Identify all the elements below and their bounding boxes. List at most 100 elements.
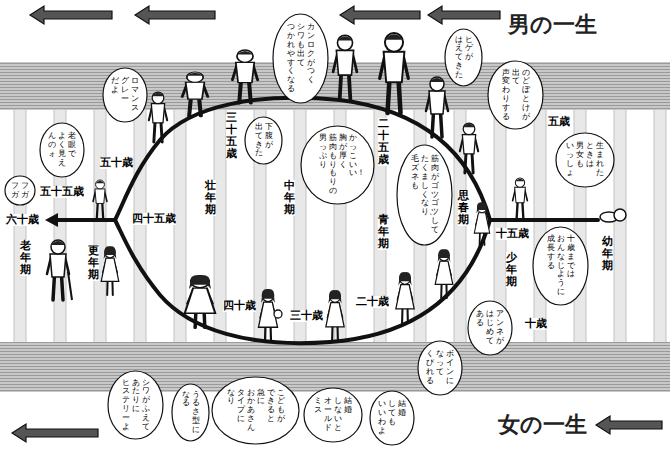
period-label: 思春期	[458, 190, 469, 226]
text-column: たくましくなり、	[421, 155, 429, 217]
period-label: 老年期	[20, 240, 31, 276]
age-label: 五十五歳	[40, 186, 84, 198]
bubble-content: シワがふえて あたりに ヒステリーよ	[122, 379, 150, 432]
man-40-figure	[182, 72, 208, 116]
text-column: タイプに	[237, 389, 245, 424]
bubble-content: かっこいい！ 胸が厚く 筋肉もりもりの 男っぷり	[319, 134, 357, 196]
boy-figure	[513, 178, 528, 218]
speech-bubble: うるさ型に なる	[171, 383, 210, 442]
age-label: 二十歳	[356, 296, 389, 308]
woman-20-figure	[396, 272, 414, 323]
left-arrow	[340, 6, 420, 24]
speech-bubble: 生まれた ときは 男女も いっしょ	[555, 132, 615, 188]
childhood-line	[490, 218, 598, 222]
text-column: ロマンス	[131, 77, 139, 112]
period-label: 壮年期	[205, 180, 216, 216]
period-label: 青年期	[378, 214, 389, 250]
man-25-figure	[380, 33, 409, 113]
bubble-content: 生まれた ときは 男女も いっしょ	[566, 142, 604, 177]
stripe-ground	[0, 110, 670, 342]
text-column: はえてきた	[455, 36, 463, 80]
bubble-ellipse	[556, 133, 614, 187]
bubble-outline	[171, 383, 210, 442]
text-column: はじめて	[486, 310, 494, 345]
bubble-ellipse	[108, 371, 163, 439]
age-label: 十五歳	[496, 228, 529, 240]
bubble-content: こどもが できると 急に おかあさん タイプに なり	[227, 389, 285, 433]
text-column: 男っぷり	[319, 134, 327, 169]
speech-text: 結婚 しても いいわよ	[378, 400, 406, 435]
speech-text: のどぼとけが 出て 声変わりする	[502, 69, 530, 122]
period-label: 少年期	[506, 252, 517, 288]
man-30-figure	[333, 35, 357, 100]
bubble-ellipse	[418, 341, 462, 395]
bubble-content: アンネが はじめて ある	[476, 310, 504, 345]
text-column: 老眼で	[68, 132, 76, 158]
speech-bubble: フガ フガ	[4, 175, 36, 206]
text-column: 結婚	[344, 397, 352, 415]
speech-bubble: ロマンス グレー だよ	[102, 67, 148, 123]
heading: 男の一生	[508, 12, 597, 36]
bubble-ellipse	[40, 123, 84, 177]
bubble-ellipse	[103, 68, 147, 122]
man-35-figure	[232, 50, 257, 103]
speech-bubble: 十歳までは おんなじように 成長する	[532, 226, 589, 306]
text-column: おかあさん	[247, 389, 255, 433]
text-column: シワも出て	[297, 23, 305, 67]
text-column: ヒステリーよ	[122, 379, 130, 432]
text-column: 毛ズネも	[411, 155, 419, 190]
life-path	[58, 98, 598, 343]
speech-text: かっこいい！ 胸が厚く 筋肉もりもりの 男っぷり	[319, 134, 357, 196]
period-label: 幼年期	[602, 236, 613, 272]
infant	[274, 310, 282, 318]
text-column: 胸が厚く	[339, 134, 347, 169]
speech-text: アンネが はじめて ある	[476, 310, 504, 345]
bubble-ellipse	[370, 391, 414, 445]
text-column: 出てきた	[255, 123, 263, 158]
age-label: 三十五歳	[226, 112, 237, 160]
bubble-content: 筋肉がゴツゴツして たくましくなり、 毛ズネも	[411, 155, 439, 234]
text-column: だよ	[111, 77, 119, 95]
text-column: シワがふえて	[142, 379, 150, 432]
age-label: 十歳	[525, 318, 547, 330]
text-column: しても	[388, 400, 396, 426]
text-column: 男女も	[576, 142, 584, 168]
speech-text: カンロクがつく シワも出て つかれやすくなる	[287, 23, 315, 93]
text-column: ヒゲが	[465, 36, 473, 62]
bubble-ellipse	[488, 61, 543, 129]
speech-bubble: アンネが はじめて ある	[467, 300, 513, 356]
bubble-content: うるさ型に なる	[182, 391, 200, 435]
bubble-content: 結婚 しないと オールド ミス	[314, 397, 352, 432]
bubble-content: 老眼で よく見え んのォ	[48, 132, 76, 167]
text-column: のどぼとけが	[522, 69, 530, 122]
bubble-ellipse	[5, 176, 35, 205]
text-column: カンロクがつく	[307, 23, 315, 85]
speech-bubble: 老眼で よく見え んのォ	[39, 122, 85, 178]
path-arrowhead	[45, 213, 58, 227]
bubble-ellipse	[212, 377, 299, 444]
bubble-content: カンロクがつく シワも出て つかれやすくなる	[287, 23, 315, 93]
bubble-outline	[555, 132, 615, 188]
speech-text: 結婚 しないと オールド ミス	[314, 397, 352, 432]
speech-text: 十歳までは おんなじように 成長する	[547, 235, 575, 297]
bubble-outline	[244, 116, 283, 165]
text-column: フガ	[21, 182, 29, 200]
bubble-outline	[444, 28, 483, 87]
bubble-outline	[303, 387, 363, 443]
age-label: 五十歳	[100, 157, 133, 169]
text-column: んのォ	[48, 132, 56, 158]
text-column: あたりに	[132, 379, 140, 414]
bubble-content: 十歳までは おんなじように 成長する	[547, 235, 575, 297]
speech-bubble: 結婚 しても いいわよ	[369, 390, 415, 446]
text-column: こどもが	[277, 389, 285, 424]
age-label: 五歳	[548, 116, 570, 128]
woman-25-figure	[326, 290, 344, 341]
age-label: 四十五歳	[132, 213, 176, 225]
text-column: つかれやすくなる	[287, 23, 295, 93]
left-arrow	[135, 6, 215, 24]
speech-bubble: こどもが できると 急に おかあさん タイプに なり	[211, 376, 300, 445]
bubble-ellipse	[172, 384, 209, 441]
